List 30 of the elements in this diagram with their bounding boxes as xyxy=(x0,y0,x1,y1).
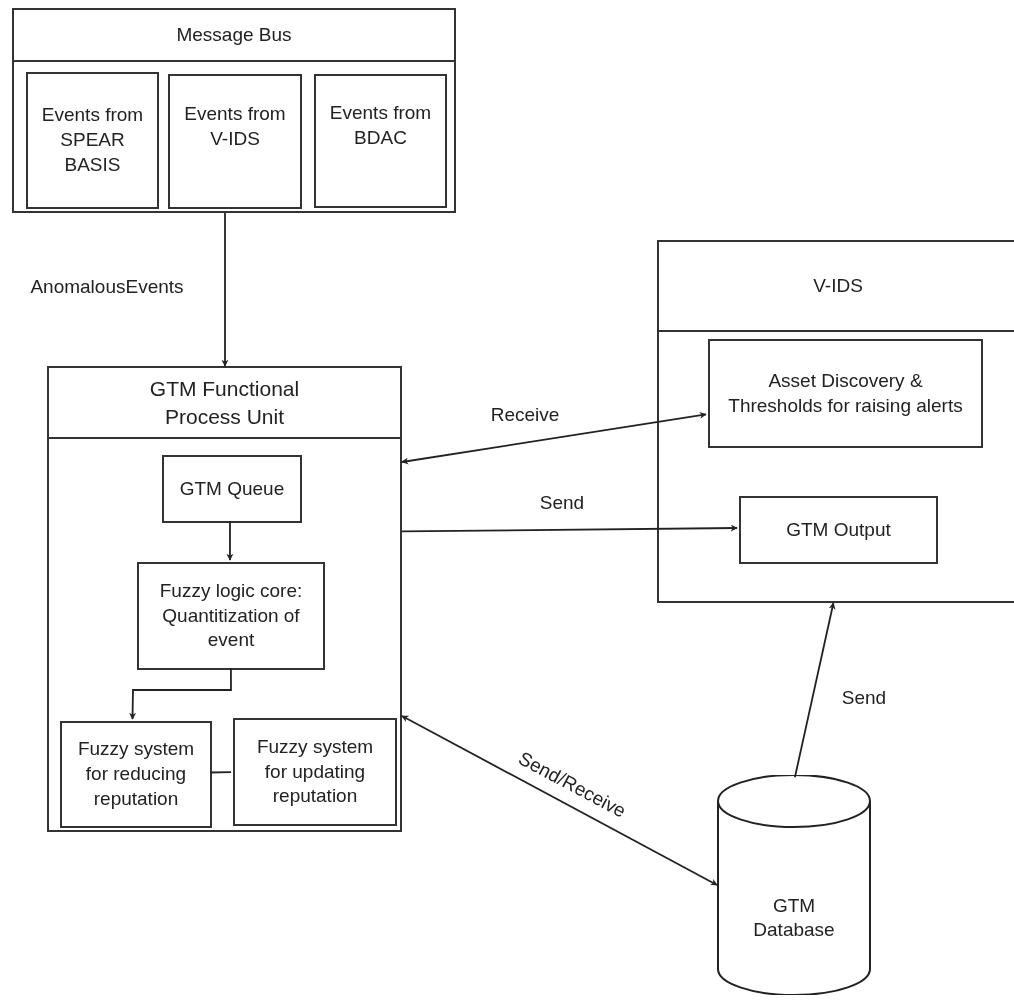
process-box xyxy=(162,455,302,523)
node-label: Events from SPEAR BASIS xyxy=(40,103,145,177)
arrow xyxy=(401,524,738,533)
node-label: Asset Discovery & Thresholds for raising alerts xyxy=(728,368,963,418)
container-box xyxy=(47,366,402,832)
node-label: Fuzzy system for reducing reputation xyxy=(76,737,196,811)
node-label: GTM Output xyxy=(786,517,891,542)
process-box xyxy=(233,718,397,826)
node-label: Fuzzy system for updating reputation xyxy=(255,734,375,809)
process-box xyxy=(314,74,447,208)
arrow xyxy=(401,715,718,886)
node-label: Events from BDAC xyxy=(328,101,433,150)
process-box xyxy=(739,496,938,564)
node-label: Events from V-IDS xyxy=(183,101,287,151)
container-title: Message Bus xyxy=(176,22,292,47)
node-label: GTM Queue xyxy=(179,476,285,501)
container-title: GTM Functional Process Unit xyxy=(148,376,301,430)
arrow xyxy=(221,212,229,367)
process-box xyxy=(137,562,325,670)
process-box xyxy=(26,72,159,209)
node-label: GTM Database xyxy=(752,893,836,943)
container-title: V-IDS xyxy=(813,273,863,298)
process-box xyxy=(168,74,302,209)
container-box xyxy=(657,240,1014,603)
container-box xyxy=(12,8,456,213)
node-label: Fuzzy logic core: Quantitization of event xyxy=(158,578,304,653)
process-box xyxy=(708,339,983,448)
process-box xyxy=(60,721,212,828)
arrow xyxy=(401,411,707,465)
arrow xyxy=(794,602,836,779)
